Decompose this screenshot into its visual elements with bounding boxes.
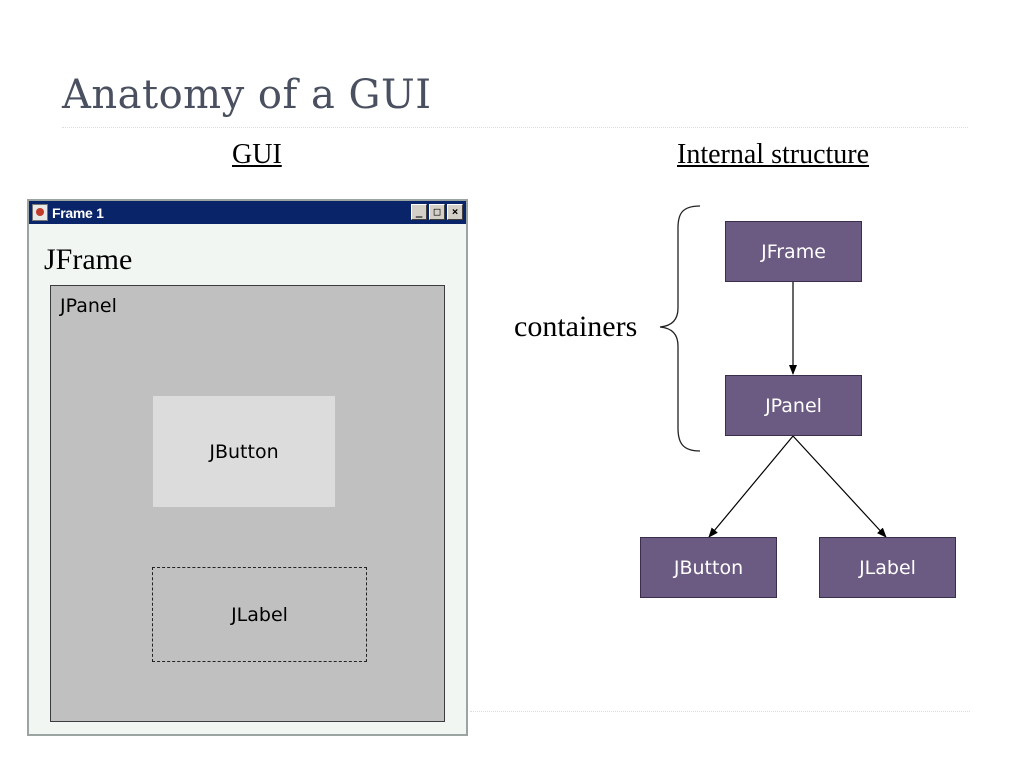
internal-structure-heading: Internal structure bbox=[677, 139, 870, 170]
edge-panel-label bbox=[792, 435, 887, 538]
jbutton-label: JButton bbox=[209, 440, 279, 463]
footer-divider bbox=[470, 711, 970, 712]
title-divider bbox=[62, 127, 968, 128]
containers-label: containers bbox=[514, 310, 638, 343]
slide-title: Anatomy of a GUI bbox=[62, 72, 432, 118]
node-jpanel: JPanel bbox=[725, 375, 862, 436]
java-cup-icon bbox=[32, 204, 48, 221]
minimize-button[interactable]: _ bbox=[411, 204, 427, 220]
node-jframe: JFrame bbox=[725, 221, 862, 282]
close-button[interactable]: × bbox=[447, 204, 463, 220]
maximize-button[interactable]: □ bbox=[429, 204, 445, 220]
window-controls: _ □ × bbox=[411, 204, 463, 220]
gui-heading: GUI bbox=[232, 139, 282, 170]
jlabel-label: JLabel bbox=[231, 603, 288, 626]
jbutton-mock[interactable]: JButton bbox=[153, 396, 335, 507]
containers-brace bbox=[659, 205, 701, 452]
edge-panel-button bbox=[708, 435, 794, 538]
jframe-window: Frame 1 _ □ × JFrame JPanel JButton JLab… bbox=[27, 199, 468, 736]
node-jbutton: JButton bbox=[640, 537, 777, 598]
jpanel-label: JPanel bbox=[60, 295, 117, 317]
jpanel-area: JPanel JButton JLabel bbox=[50, 285, 445, 722]
window-title: Frame 1 bbox=[52, 204, 104, 221]
node-jlabel: JLabel bbox=[819, 537, 956, 598]
jlabel-mock: JLabel bbox=[152, 567, 367, 662]
jframe-label: JFrame bbox=[44, 243, 133, 276]
window-titlebar[interactable]: Frame 1 _ □ × bbox=[29, 201, 466, 224]
